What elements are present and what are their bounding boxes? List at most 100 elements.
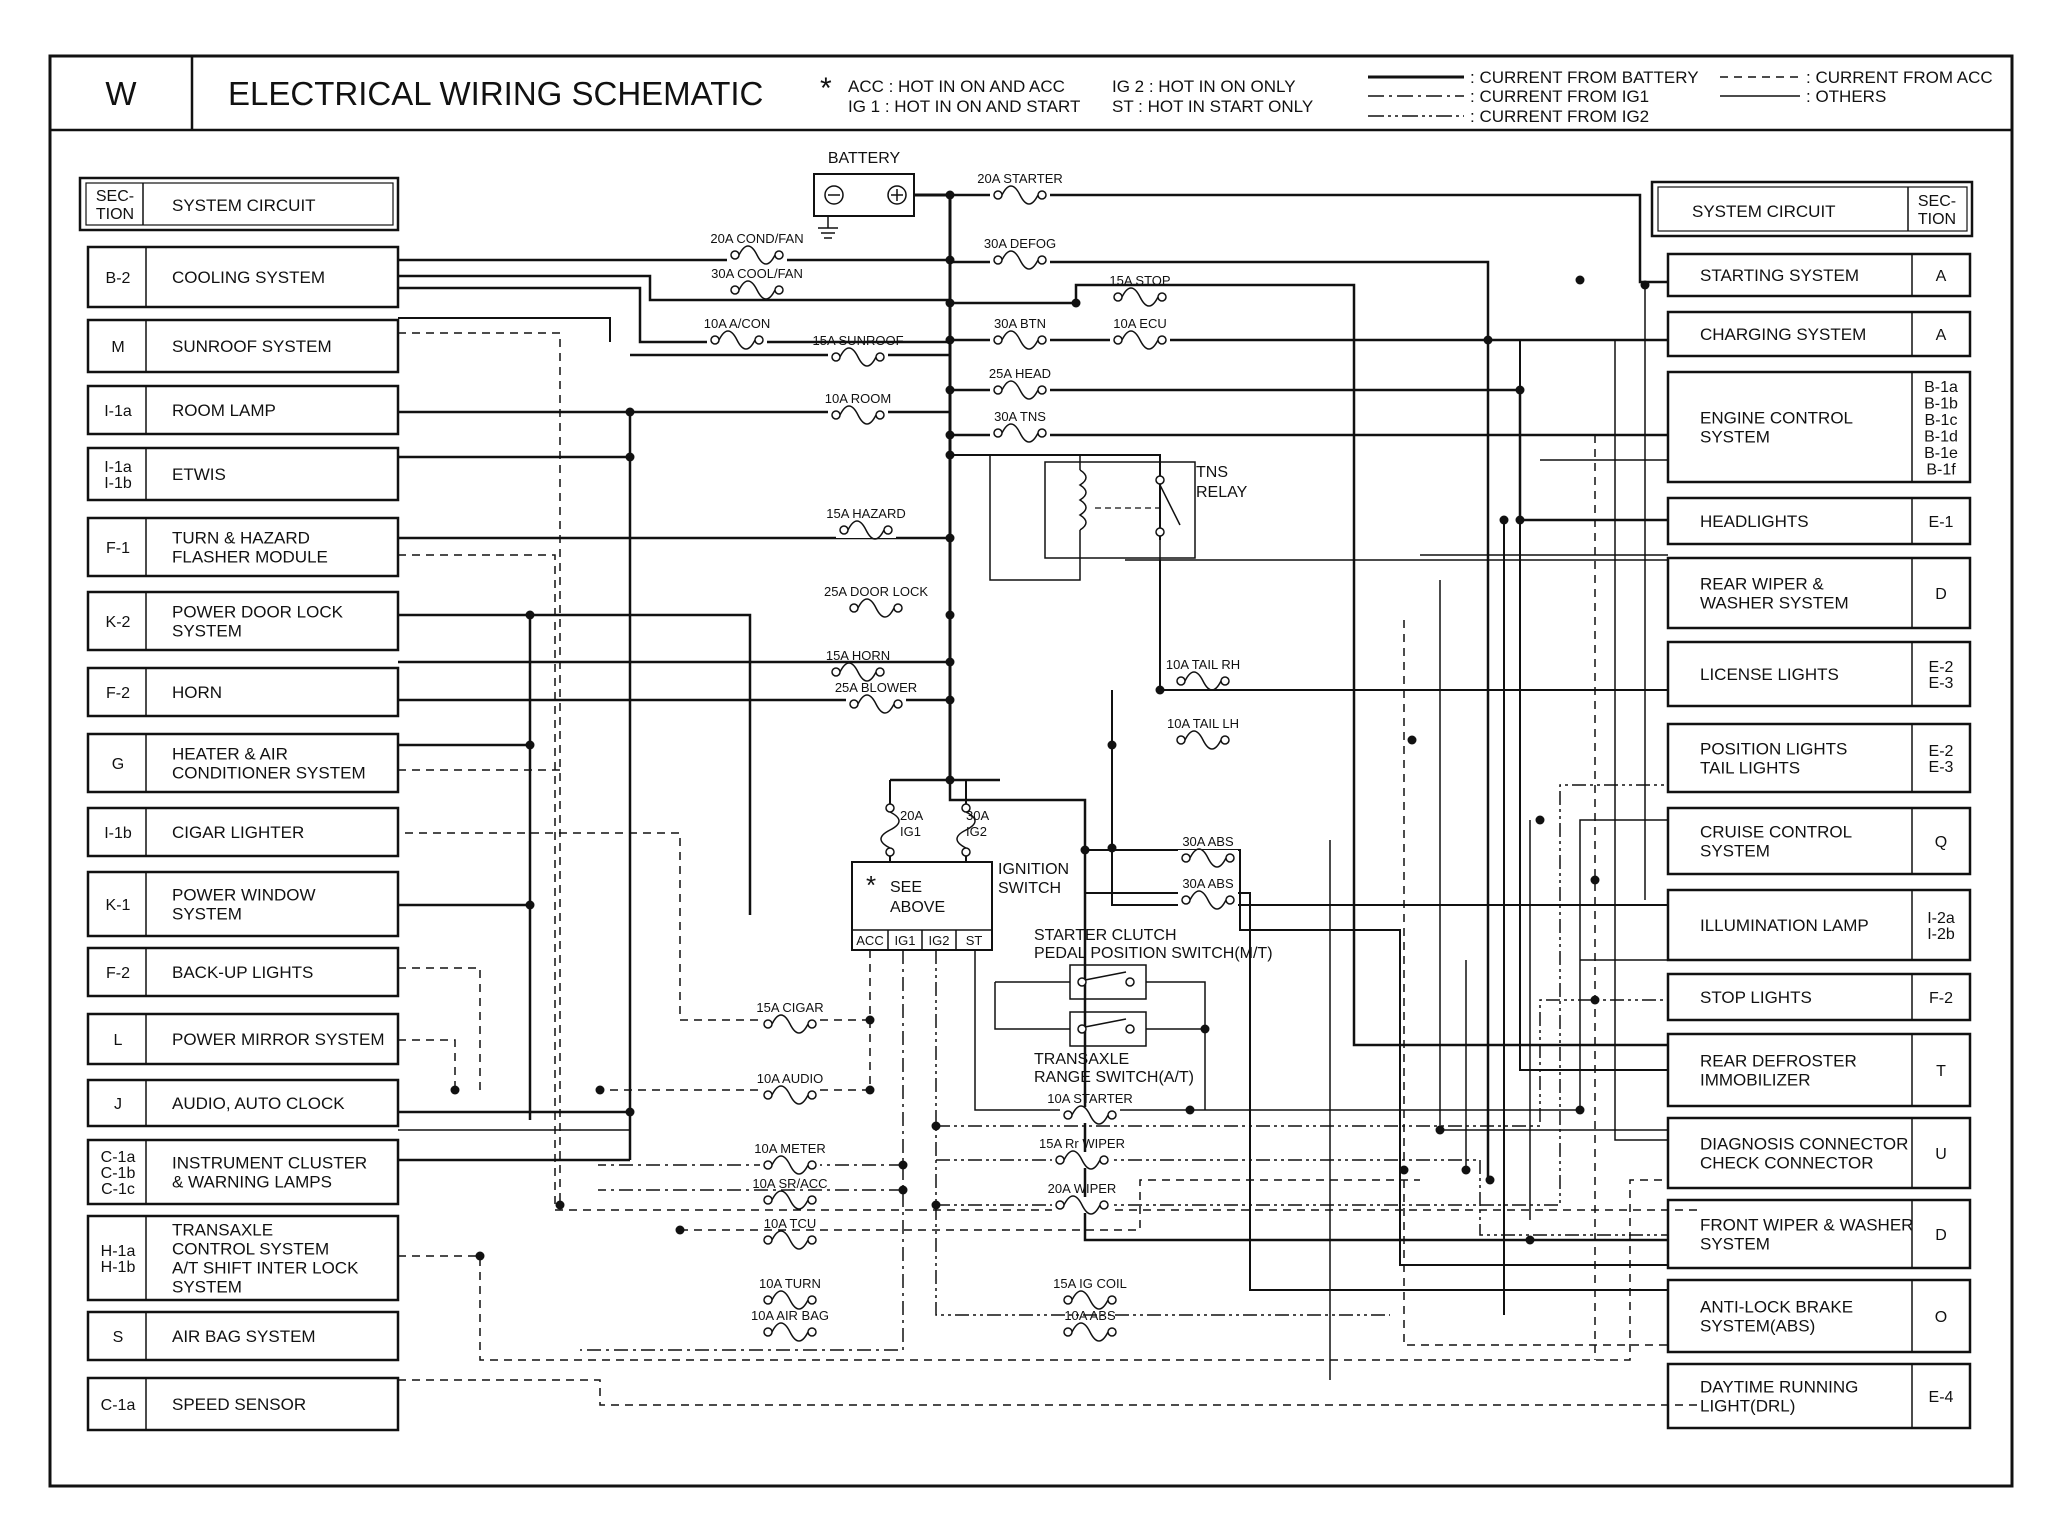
- right-system-name: SYSTEM: [1700, 842, 1770, 861]
- left-system-name: & WARNING LAMPS: [172, 1173, 332, 1192]
- legend-battery: : CURRENT FROM BATTERY: [1470, 68, 1699, 87]
- terminal-ig1: IG1: [895, 933, 916, 948]
- left-system-name: AIR BAG SYSTEM: [172, 1327, 316, 1346]
- left-system-name: CONDITIONER SYSTEM: [172, 764, 366, 783]
- fuse-label: 20A WIPER: [1048, 1181, 1117, 1196]
- fuse-7: 10A ECU: [1110, 316, 1170, 350]
- left-system-name: POWER WINDOW: [172, 886, 316, 905]
- note-acc: ACC : HOT IN ON AND ACC: [848, 77, 1065, 96]
- fuse-label: 10A ABS: [1064, 1308, 1116, 1323]
- right-system-name: REAR WIPER &: [1700, 575, 1824, 594]
- junction-dot: [898, 1185, 908, 1195]
- fuse-8: 15A SUNROOF: [812, 333, 904, 367]
- fuse-31: 10A ABS: [1060, 1308, 1120, 1342]
- fuse-label: 10A AIR BAG: [751, 1308, 829, 1323]
- fuse-28: 10A TURN: [759, 1276, 821, 1310]
- junction-dot: [1461, 1165, 1471, 1175]
- fuse-label: 15A STOP: [1109, 273, 1170, 288]
- fuse-label: 15A SUNROOF: [812, 333, 903, 348]
- junction-dot: [945, 255, 955, 265]
- fuse-label: 30A TNS: [994, 409, 1046, 424]
- junction-dot: [1185, 1105, 1195, 1115]
- junction-dot: [945, 385, 955, 395]
- right-system-section: A: [1936, 268, 1947, 285]
- fuse-label: 10A TAIL RH: [1166, 657, 1240, 672]
- junction-dot: [625, 452, 635, 462]
- junction-dot: [1107, 740, 1117, 750]
- note-st: ST : HOT IN START ONLY: [1112, 97, 1313, 116]
- junction-dot: [1155, 685, 1165, 695]
- right-system-section: B-1d: [1924, 428, 1958, 445]
- ig1-fuse-name: IG1: [900, 824, 921, 839]
- right-system-name: ENGINE CONTROL: [1700, 409, 1853, 428]
- right-header-circuit: SYSTEM CIRCUIT: [1692, 202, 1836, 221]
- clutch-switch-label-2: PEDAL POSITION SWITCH(M/T): [1034, 945, 1273, 962]
- right-system-section: E-2: [1929, 743, 1954, 760]
- fuse-label: 20A COND/FAN: [710, 231, 803, 246]
- left-system-section: I-1b: [104, 475, 132, 492]
- right-system-section: I-2a: [1927, 910, 1955, 927]
- junction-dot: [1080, 845, 1090, 855]
- junction-dot: [525, 900, 535, 910]
- left-system-section: M: [111, 339, 124, 356]
- right-system-name: DAYTIME RUNNING: [1700, 1378, 1858, 1397]
- fuse-14: 15A HORN: [826, 648, 890, 682]
- fuse-label: 10A ROOM: [825, 391, 891, 406]
- junction-dot: [1435, 1125, 1445, 1135]
- ignition-above: ABOVE: [890, 899, 945, 916]
- left-system-section: F-2: [106, 965, 130, 982]
- fuse-label: 10A AUDIO: [757, 1071, 823, 1086]
- junction-dot: [1590, 995, 1600, 1005]
- fuse-0: 20A STARTER: [977, 171, 1063, 205]
- ig2-fuse-amp: 30A: [966, 808, 989, 823]
- left-system-name: SYSTEM: [172, 622, 242, 641]
- tns-relay: [1044, 461, 1196, 559]
- junction-dot: [1515, 385, 1525, 395]
- right-system-section: F-2: [1929, 990, 1953, 1007]
- fuse-label: 15A HAZARD: [826, 506, 905, 521]
- note-star: *: [820, 72, 832, 105]
- right-system-section: T: [1936, 1063, 1946, 1080]
- fuse-label: 25A HEAD: [989, 366, 1051, 381]
- right-system-name: SYSTEM(ABS): [1700, 1317, 1815, 1336]
- svg-text:TION: TION: [1918, 211, 1956, 228]
- fuse-6: 30A BTN: [990, 316, 1050, 350]
- junction-dot: [945, 533, 955, 543]
- fuse-19: 30A ABS: [1178, 876, 1238, 910]
- right-system-name: ANTI-LOCK BRAKE: [1700, 1298, 1853, 1317]
- right-system-section: E-3: [1929, 759, 1954, 776]
- ignition-label-2: SWITCH: [998, 880, 1061, 897]
- left-system-section: I-1b: [104, 825, 132, 842]
- ignition-see: SEE: [890, 879, 922, 896]
- ig-fuse-1: [956, 803, 976, 857]
- left-system-name: HEATER & AIR: [172, 745, 288, 764]
- fuse-label: 10A STARTER: [1047, 1091, 1133, 1106]
- fuse-26: 20A WIPER: [1048, 1181, 1117, 1215]
- outer-frame: [48, 54, 2014, 1488]
- right-system-name: LIGHT(DRL): [1700, 1397, 1795, 1416]
- left-system-section: C-1a: [101, 1397, 136, 1414]
- fuse-label: 25A DOOR LOCK: [824, 584, 928, 599]
- battery: [813, 173, 915, 239]
- junction-dot: [625, 407, 635, 417]
- left-system-name: HORN: [172, 683, 222, 702]
- right-system-name: STARTING SYSTEM: [1700, 266, 1859, 285]
- right-system-section: A: [1936, 327, 1947, 344]
- right-system-name: LICENSE LIGHTS: [1700, 665, 1839, 684]
- left-system-section: F-1: [106, 540, 130, 557]
- tns-relay-label-2: RELAY: [1196, 484, 1248, 501]
- wiring: [398, 173, 1700, 1406]
- fuse-label: 10A TAIL LH: [1167, 716, 1239, 731]
